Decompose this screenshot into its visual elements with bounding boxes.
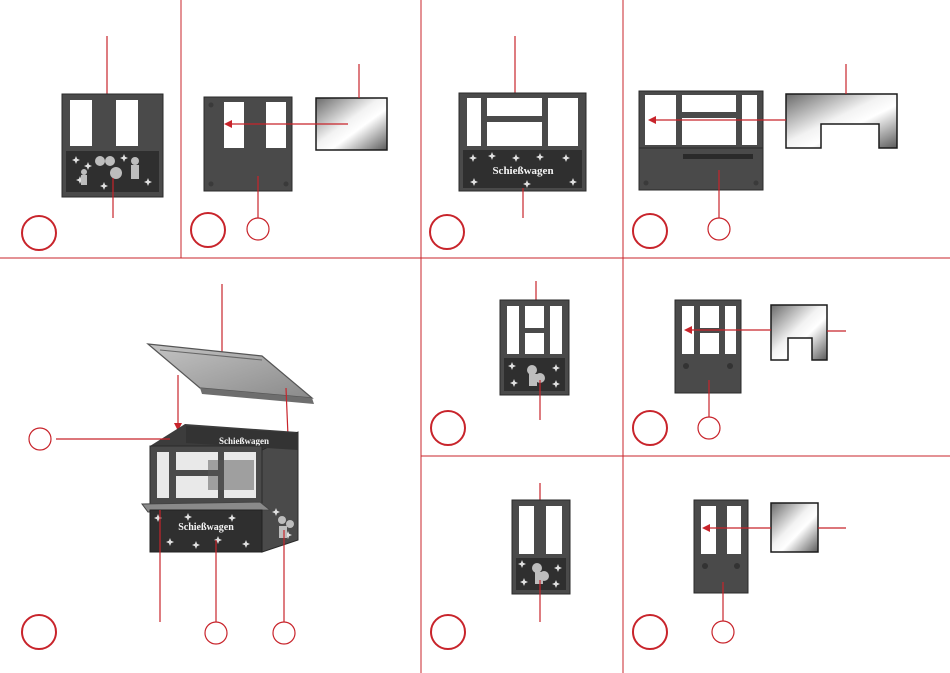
window-opening: [519, 506, 534, 554]
part-marker: [712, 621, 734, 643]
step-1-panel: [22, 36, 163, 250]
window-opening: [487, 122, 542, 146]
step-marker: [633, 411, 667, 445]
step-marker: [633, 214, 667, 248]
roof-part: [148, 344, 312, 398]
step-marker: [633, 615, 667, 649]
step-5-panel: Schießwagen Schießwagen: [22, 284, 314, 649]
window-opening: [546, 506, 562, 554]
window-opening: [682, 118, 736, 145]
window-opening: [700, 333, 719, 354]
step-marker: [22, 615, 56, 649]
window-opening: [727, 506, 741, 554]
window-glass-icon: [786, 94, 897, 148]
part-marker: [273, 622, 295, 644]
step-marker: [191, 213, 225, 247]
window-opening: [507, 306, 519, 354]
step-marker: [431, 411, 465, 445]
sign-text: Schießwagen: [219, 436, 269, 446]
part-marker: [698, 417, 720, 439]
part-marker: [29, 428, 51, 450]
part-marker: [247, 218, 269, 240]
window-opening: [525, 333, 544, 354]
window-glass-icon: [771, 503, 818, 552]
window-opening: [116, 100, 138, 146]
step-2-panel: [191, 64, 387, 247]
step-9-panel: [633, 500, 846, 649]
step-marker: [22, 216, 56, 250]
window-opening: [525, 306, 544, 328]
step-8-panel: [431, 483, 570, 649]
window-opening: [70, 100, 92, 146]
window-opening: [467, 98, 481, 146]
window-opening: [157, 452, 169, 498]
step-marker: [431, 615, 465, 649]
step-4-panel: [633, 64, 897, 248]
part-marker: [708, 218, 730, 240]
window-opening: [266, 102, 286, 148]
step-3-panel: Schießwagen: [430, 36, 586, 249]
sign-text: Schießwagen: [178, 522, 234, 533]
window-glass-icon: [771, 305, 827, 360]
step-marker: [430, 215, 464, 249]
window-opening: [550, 306, 562, 354]
step-7-panel: [633, 300, 846, 445]
window-opening: [487, 98, 542, 116]
window-opening: [700, 306, 719, 328]
window-opening: [682, 95, 736, 112]
window-opening: [548, 98, 578, 146]
part-marker: [205, 622, 227, 644]
sign-text: Schießwagen: [492, 165, 553, 177]
step-6-panel: [431, 281, 569, 445]
